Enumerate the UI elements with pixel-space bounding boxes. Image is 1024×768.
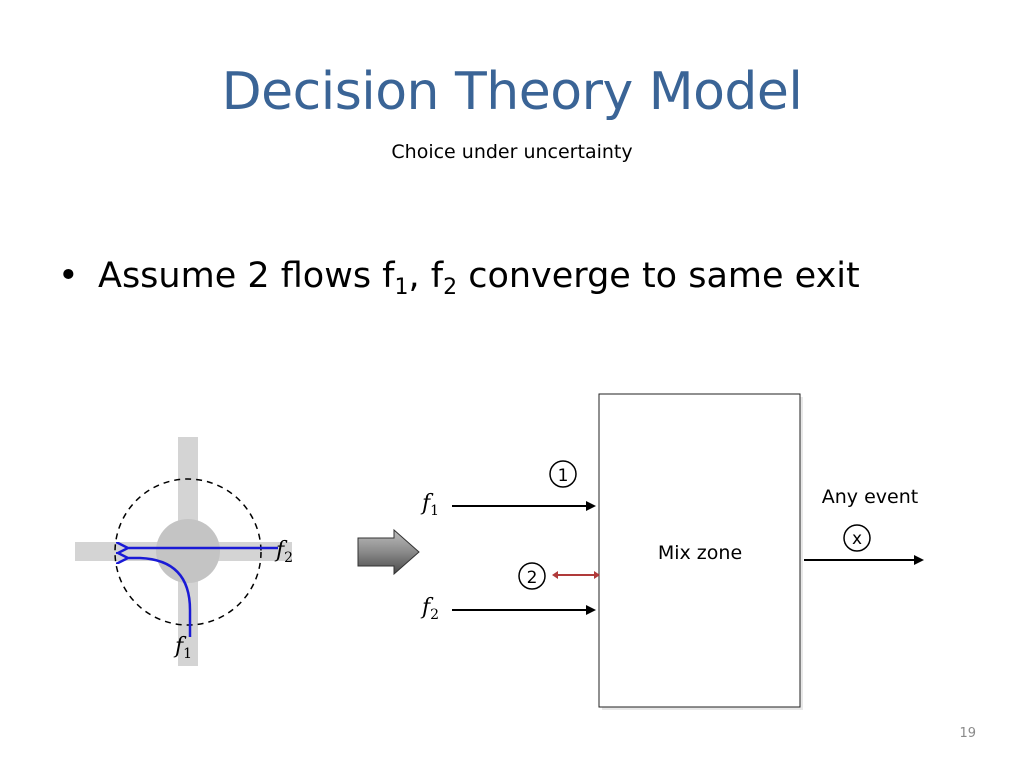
bullet-symbol: • bbox=[58, 256, 79, 296]
exit-marker-label: x bbox=[852, 529, 862, 549]
mix-zone-diagram: Mix zone f1 f2 1 2 Any event x bbox=[420, 393, 924, 710]
junction-center bbox=[156, 519, 220, 583]
marker-2-label: 2 bbox=[527, 568, 538, 588]
marker-2-interval-left-tip bbox=[552, 571, 558, 579]
marker-2-interval-right-tip bbox=[594, 571, 600, 579]
dashed-boundary bbox=[114, 478, 262, 626]
mix-zone-label: Mix zone bbox=[658, 542, 742, 564]
bullet-text-mid: , f bbox=[408, 256, 444, 296]
exit-label: Any event bbox=[822, 486, 918, 508]
bullet-sub-2: 2 bbox=[443, 275, 458, 300]
mix-zone-box bbox=[598, 393, 801, 708]
marker-1-circle bbox=[549, 460, 577, 488]
bullet-text-start: Assume 2 flows f bbox=[98, 256, 395, 296]
exit-marker-circle bbox=[843, 524, 871, 552]
intersection-illustration: f2 f1 bbox=[75, 437, 293, 666]
marker-1-label: 1 bbox=[558, 466, 569, 486]
transition-arrow bbox=[357, 528, 420, 576]
input-f1-label: f1 bbox=[420, 491, 439, 519]
page-number: 19 bbox=[959, 726, 976, 741]
marker-2-circle bbox=[518, 562, 546, 590]
slide-title: Decision Theory Model bbox=[221, 62, 803, 122]
bullet-item: • Assume 2 flows f1, f2 converge to same … bbox=[58, 256, 860, 300]
input-f2-label: f2 bbox=[420, 595, 439, 623]
flow-f1-path bbox=[126, 558, 192, 637]
bullet-sub-1: 1 bbox=[394, 275, 409, 300]
slide-subtitle: Choice under uncertainty bbox=[391, 141, 633, 163]
bullet-text-end: converge to same exit bbox=[457, 256, 860, 296]
